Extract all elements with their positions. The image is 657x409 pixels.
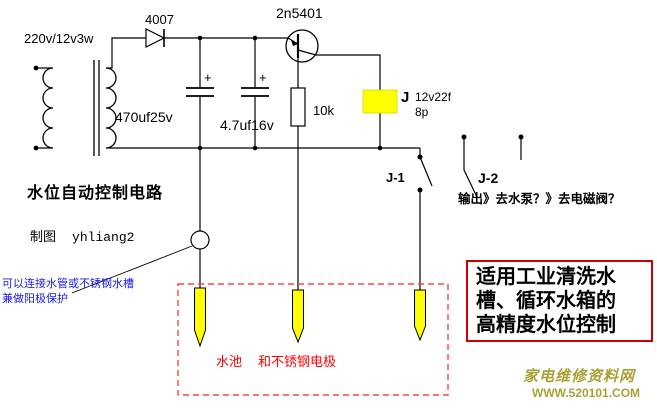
relay-contact1-label: J-1 bbox=[386, 170, 405, 185]
wires bbox=[36, 37, 522, 290]
relay-spec-label: 12v22f bbox=[415, 90, 452, 104]
capacitor2-label: 4.7uf16v bbox=[220, 117, 274, 133]
tank-dashed-box bbox=[177, 283, 449, 396]
probe-terminal-ring bbox=[190, 230, 210, 250]
electrode-3 bbox=[414, 289, 426, 342]
capacitor1-symbol bbox=[186, 87, 214, 97]
transistor-symbol bbox=[285, 29, 319, 63]
anode-note-line2: 兼做阳极保护 bbox=[2, 293, 68, 305]
relay-pins-label: 8p bbox=[415, 105, 429, 119]
capacitor1-label: 470uf25v bbox=[115, 109, 173, 125]
info-box-line3: 高精度水位控制 bbox=[476, 314, 616, 336]
electrode-label: 和不锈钢电极 bbox=[258, 354, 337, 369]
transformer-label: 220v/12v3w bbox=[24, 31, 94, 46]
relay-name-label: J bbox=[401, 89, 410, 106]
info-box-line1: 适用工业清洗水 bbox=[476, 266, 616, 288]
relay-contact2-label: J-2 bbox=[478, 170, 499, 186]
transistor-label: 2n5401 bbox=[276, 5, 323, 21]
credit-author: yhliang2 bbox=[72, 230, 135, 245]
credit-line: 制图 yhliang2 bbox=[30, 229, 135, 246]
electrode-2 bbox=[292, 289, 304, 344]
capacitor2-symbol bbox=[241, 87, 269, 97]
anode-note-line1: 可以连接水管或不锈钢水槽 bbox=[2, 278, 134, 290]
watermark-site-url: WWW.520101.COM bbox=[532, 386, 641, 400]
circuit-title: 水位自动控制电路 bbox=[27, 185, 164, 202]
credit-prefix: 制图 bbox=[30, 229, 57, 244]
capacitor1-polarity: + bbox=[204, 70, 212, 85]
output-note: 输出》去水泵？》去电磁阀？ bbox=[458, 192, 621, 206]
relay-box bbox=[362, 89, 398, 114]
info-box: 适用工业清洗水 槽、循环水箱的 高精度水位控制 bbox=[466, 260, 653, 342]
electrode-1 bbox=[194, 287, 206, 348]
transformer-symbol bbox=[42, 60, 117, 156]
watermark-site-name: 家电维修资料网 bbox=[523, 368, 636, 385]
info-box-line2: 槽、循环水箱的 bbox=[476, 290, 616, 312]
resistor-symbol bbox=[290, 87, 306, 127]
junction-dots bbox=[33, 35, 524, 193]
diode-label: 4007 bbox=[145, 12, 174, 27]
diode-symbol bbox=[145, 28, 166, 48]
capacitor2-polarity: + bbox=[259, 70, 267, 85]
pool-label: 水池 bbox=[216, 354, 243, 369]
anode-note: 可以连接水管或不锈钢水槽 兼做阳极保护 bbox=[2, 277, 134, 307]
resistor-label: 10k bbox=[313, 103, 334, 118]
pointer-line bbox=[71, 245, 193, 294]
